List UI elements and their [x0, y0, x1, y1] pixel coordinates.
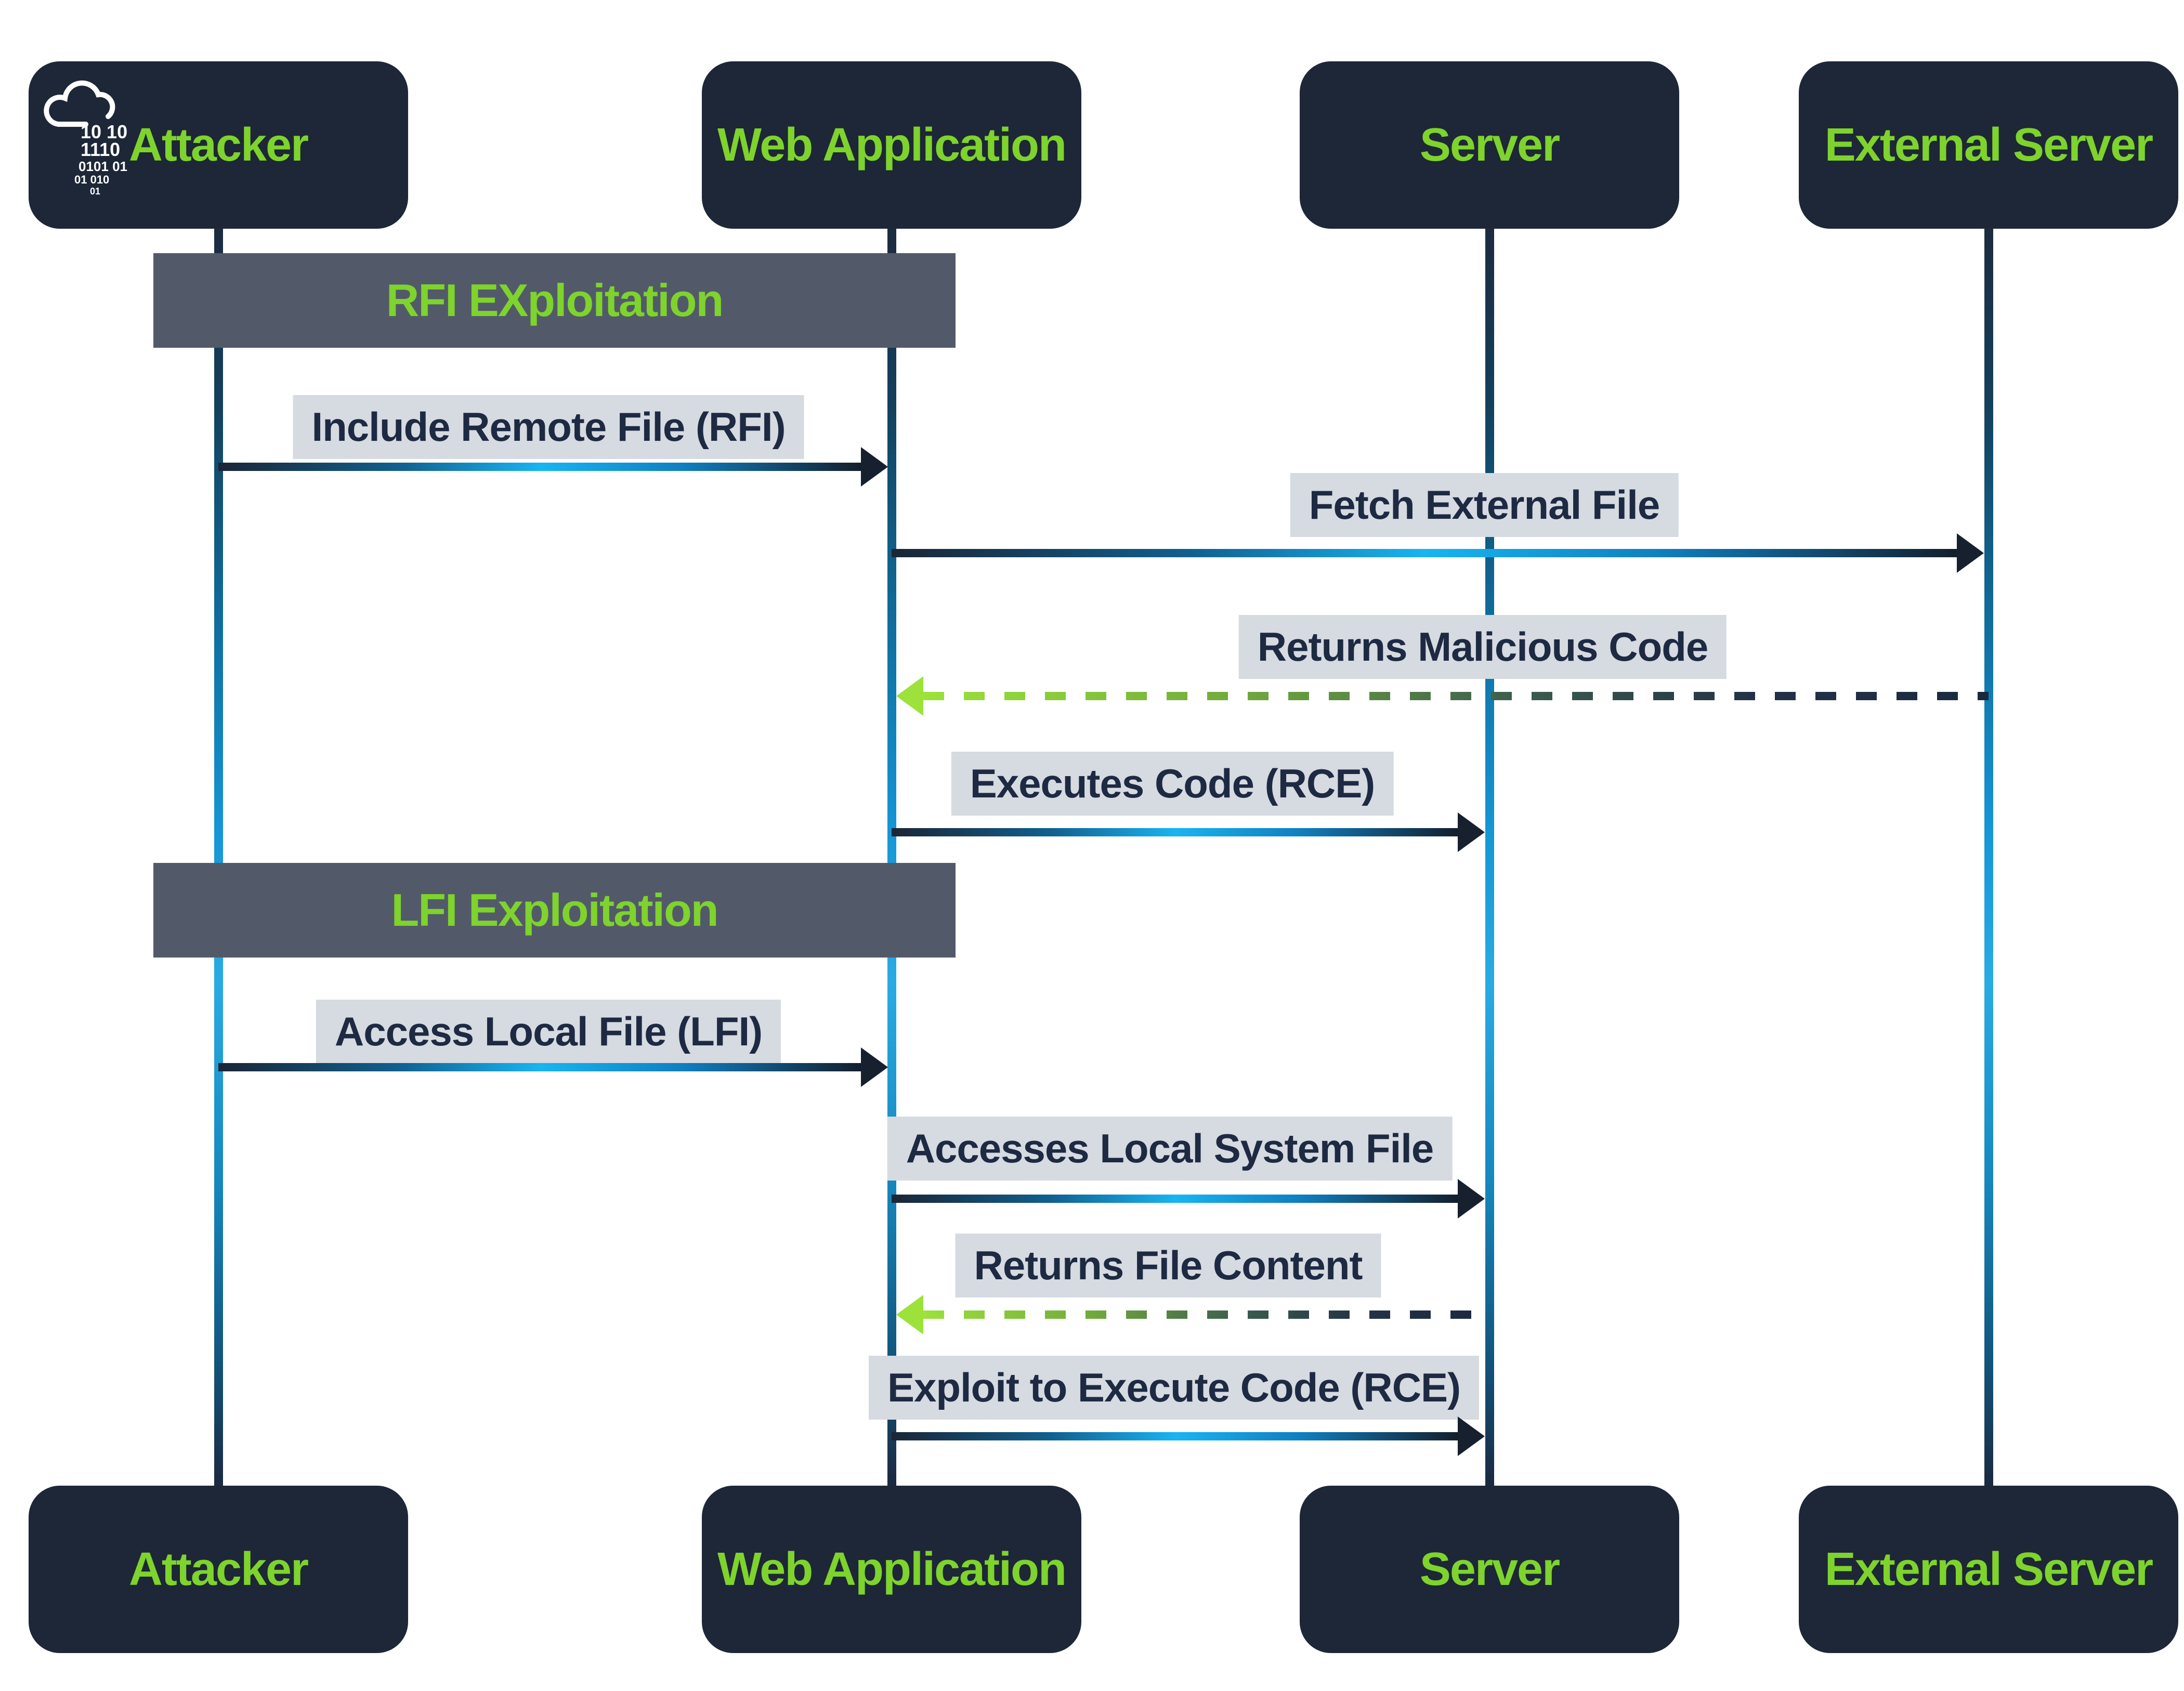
actor-label-web-application: Web Application [717, 119, 1067, 171]
message-arrow-returns-malicious-code [923, 692, 1989, 700]
actor-label-server: Server [1419, 1543, 1560, 1595]
actor-box-external-server-bottom: External Server [1799, 1486, 2178, 1653]
arrowhead-right [1458, 1417, 1485, 1456]
message-arrow-access-local-file [218, 1063, 863, 1071]
message-arrow-include-remote-file [218, 463, 863, 471]
actor-label-external-server: External Server [1824, 1543, 2153, 1595]
message-label-executes-code-rce: Executes Code (RCE) [951, 752, 1394, 816]
section-band-rfi: RFI EXploitation [153, 253, 956, 348]
arrowhead-right [1458, 812, 1485, 852]
message-label-include-remote-file: Include Remote File (RFI) [293, 395, 804, 459]
message-arrow-fetch-external-file [892, 549, 1959, 557]
lifeline-external-server [1984, 229, 1993, 1486]
lifeline-server [1485, 229, 1494, 1486]
message-arrow-exploit-to-execute-code [892, 1432, 1460, 1440]
actor-box-attacker-bottom: Attacker [29, 1486, 408, 1653]
lifeline-attacker [214, 229, 223, 1486]
binary-line-4: 01 010 [74, 173, 109, 186]
binary-line-5: 01 [90, 186, 100, 196]
message-label-accesses-local-system-file: Accesses Local System File [887, 1117, 1453, 1181]
binary-line-3: 0101 01 [79, 159, 127, 174]
arrowhead-right [861, 447, 888, 487]
actor-box-server-top: Server [1300, 61, 1679, 229]
actor-box-attacker-top: 10 10 1110 0101 01 01 010 01 Attacker [29, 61, 408, 229]
actor-label-external-server: External Server [1824, 119, 2153, 171]
arrowhead-left-green [896, 676, 923, 716]
actor-box-web-application-top: Web Application [702, 61, 1081, 229]
message-arrow-accesses-local-system-file [892, 1195, 1460, 1203]
actor-box-server-bottom: Server [1300, 1486, 1679, 1653]
section-label-lfi: LFI Exploitation [391, 884, 719, 936]
cloud-binary-icon: 10 10 1110 0101 01 01 010 01 [44, 80, 127, 196]
lifeline-web-application [887, 229, 896, 1486]
message-label-returns-file-content: Returns File Content [955, 1234, 1381, 1297]
actor-label-server: Server [1419, 119, 1560, 171]
actor-box-external-server-top: External Server [1799, 61, 2178, 229]
message-label-access-local-file: Access Local File (LFI) [316, 1000, 781, 1064]
actor-label-attacker: Attacker [128, 1543, 309, 1595]
binary-line-1: 10 10 [81, 121, 127, 142]
message-label-fetch-external-file: Fetch External File [1290, 473, 1679, 537]
arrowhead-right [1458, 1179, 1485, 1218]
section-band-lfi: LFI Exploitation [153, 863, 956, 958]
arrowhead-left-green [896, 1295, 923, 1334]
actor-label-attacker: Attacker [128, 119, 309, 171]
arrowhead-right [861, 1047, 888, 1087]
message-arrow-returns-file-content [923, 1310, 1489, 1319]
message-label-exploit-to-execute-code: Exploit to Execute Code (RCE) [868, 1356, 1480, 1420]
binary-line-2: 1110 [81, 139, 120, 160]
message-arrow-executes-code-rce [892, 828, 1460, 836]
message-label-returns-malicious-code: Returns Malicious Code [1238, 615, 1727, 679]
actor-box-web-application-bottom: Web Application [702, 1486, 1081, 1653]
actor-label-web-application: Web Application [717, 1543, 1067, 1595]
arrowhead-right [1957, 533, 1984, 573]
section-label-rfi: RFI EXploitation [386, 274, 724, 326]
